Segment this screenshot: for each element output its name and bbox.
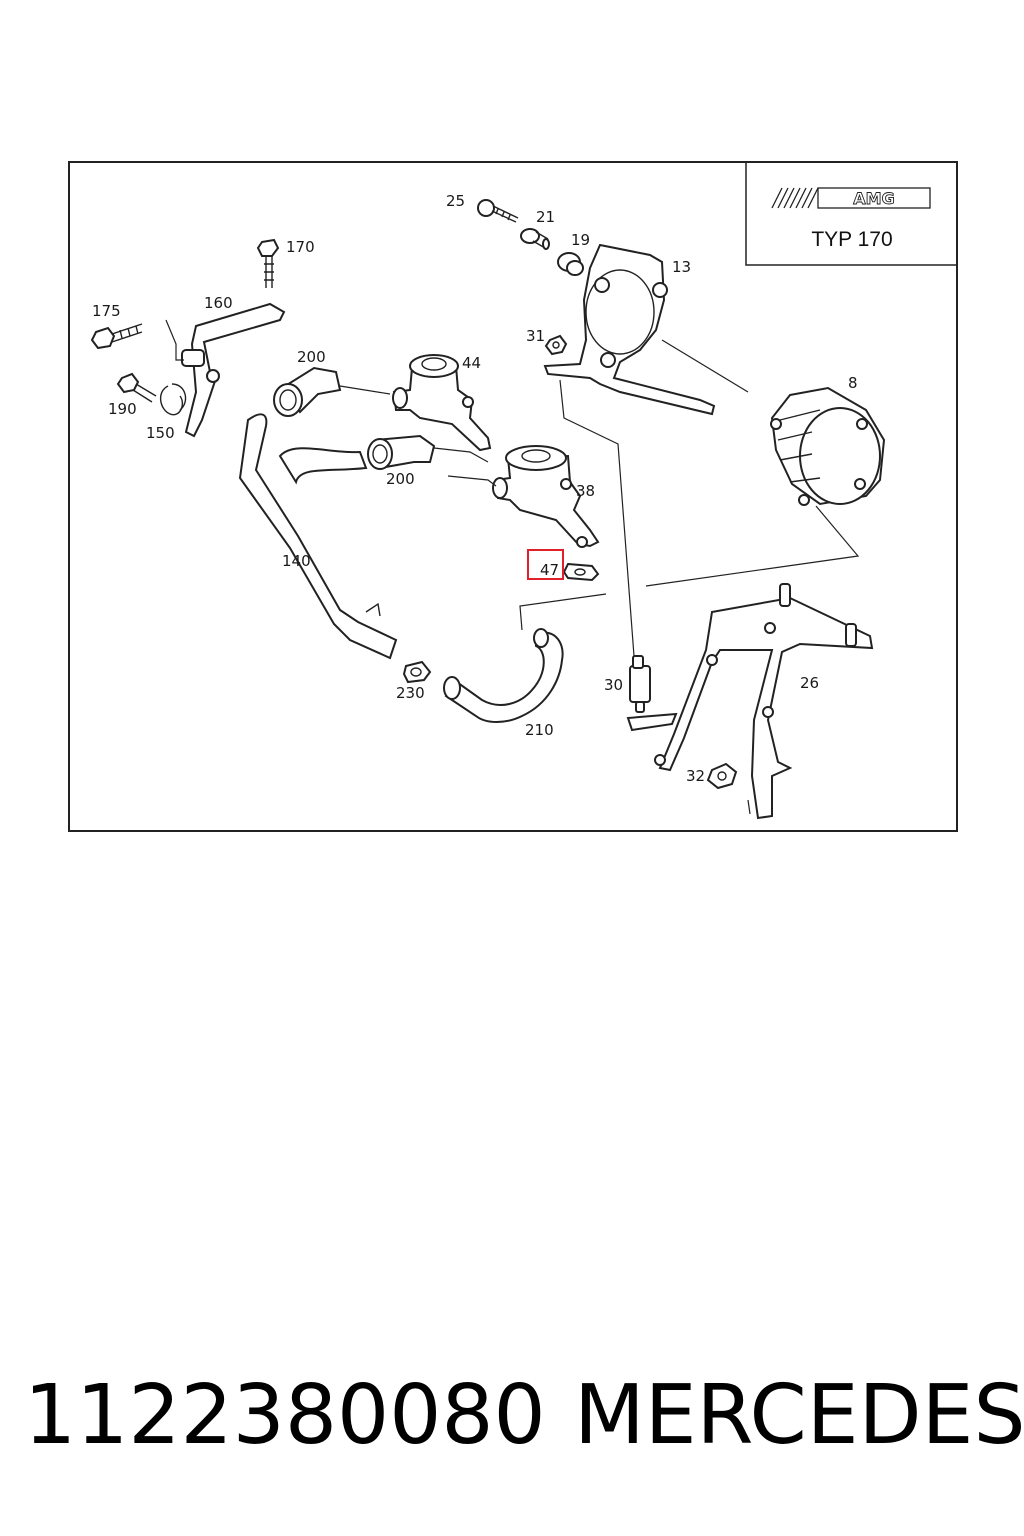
label-26[interactable]: 26 [800, 674, 819, 692]
amg-logo: AMG [771, 187, 931, 209]
valve-44-shape [392, 354, 492, 452]
part-labels: 25 21 19 13 170 175 160 31 200 44 8 190 … [92, 192, 858, 785]
clip-150-shape [160, 383, 187, 416]
clamp-230-shape [402, 660, 432, 684]
label-32[interactable]: 32 [686, 767, 705, 785]
label-200a[interactable]: 200 [297, 348, 326, 366]
air-pump-8-shape [770, 386, 886, 506]
label-140[interactable]: 140 [282, 552, 311, 570]
type-box: AMG TYP 170 [745, 162, 957, 266]
label-47: 47 [540, 561, 559, 579]
label-31[interactable]: 31 [526, 327, 545, 345]
nut-32-shape [706, 762, 738, 790]
label-170[interactable]: 170 [286, 238, 315, 256]
label-175[interactable]: 175 [92, 302, 121, 320]
bracket-26-shape [654, 583, 874, 820]
bushing-19-shape [557, 252, 584, 276]
valve-38-shape [492, 445, 600, 548]
pipe-140-shape [238, 413, 398, 660]
bracket-13-shape [543, 243, 716, 416]
label-230[interactable]: 230 [396, 684, 425, 702]
label-8[interactable]: 8 [848, 374, 858, 392]
label-25[interactable]: 25 [446, 192, 465, 210]
nut-31-shape [544, 334, 568, 356]
label-160[interactable]: 160 [204, 294, 233, 312]
bolt-175-shape [90, 323, 143, 350]
bolt-25-shape [477, 199, 519, 223]
footer: 1122380080 MERCEDES [0, 1368, 1024, 1468]
pin-21-shape [520, 228, 550, 250]
svg-text:AMG: AMG [853, 189, 894, 208]
hose-210-shape [443, 628, 564, 723]
label-200b[interactable]: 200 [386, 470, 415, 488]
brand-name: MERCEDES [574, 1368, 1024, 1463]
highlight-box-47[interactable]: 47 [527, 549, 564, 580]
label-30[interactable]: 30 [604, 676, 623, 694]
hose-200b-shape [367, 434, 436, 470]
label-21[interactable]: 21 [536, 208, 555, 226]
label-190[interactable]: 190 [108, 400, 137, 418]
label-19[interactable]: 19 [571, 231, 590, 249]
label-38[interactable]: 38 [576, 482, 595, 500]
label-210[interactable]: 210 [525, 721, 554, 739]
bolt-170-shape [256, 238, 280, 288]
gasket-47-shape [562, 562, 600, 582]
label-13[interactable]: 13 [672, 258, 691, 276]
part-number: 1122380080 [24, 1368, 546, 1463]
label-44[interactable]: 44 [462, 354, 481, 372]
check-valve-30-shape [626, 655, 678, 732]
label-150[interactable]: 150 [146, 424, 175, 442]
bracket-160-shape [181, 302, 286, 438]
screw-190-shape [116, 372, 157, 403]
leader-lines [165, 319, 860, 815]
hose-200a-shape [273, 366, 342, 417]
model-label: TYP 170 [811, 228, 892, 251]
